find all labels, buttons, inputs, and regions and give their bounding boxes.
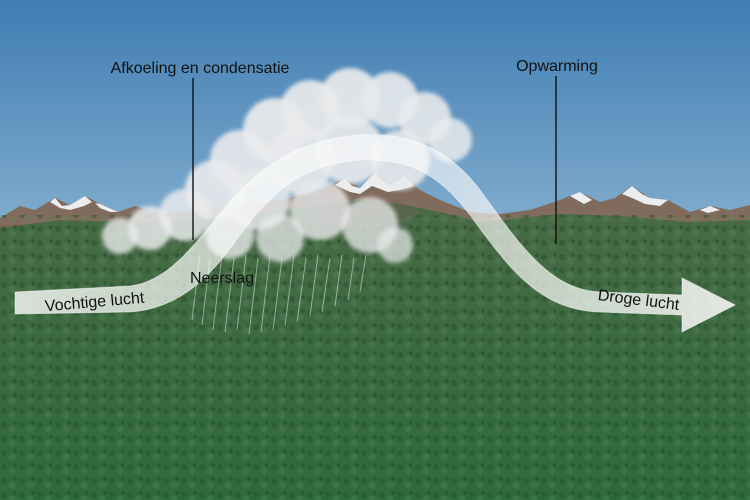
precipitation-label: Neerslag [190,270,254,287]
warming-label: Opwarming [516,58,598,75]
vegetation-texture [0,215,750,500]
cooling-condensation-label: Afkoeling en condensatie [111,60,290,77]
airflow-arrow [14,134,737,333]
